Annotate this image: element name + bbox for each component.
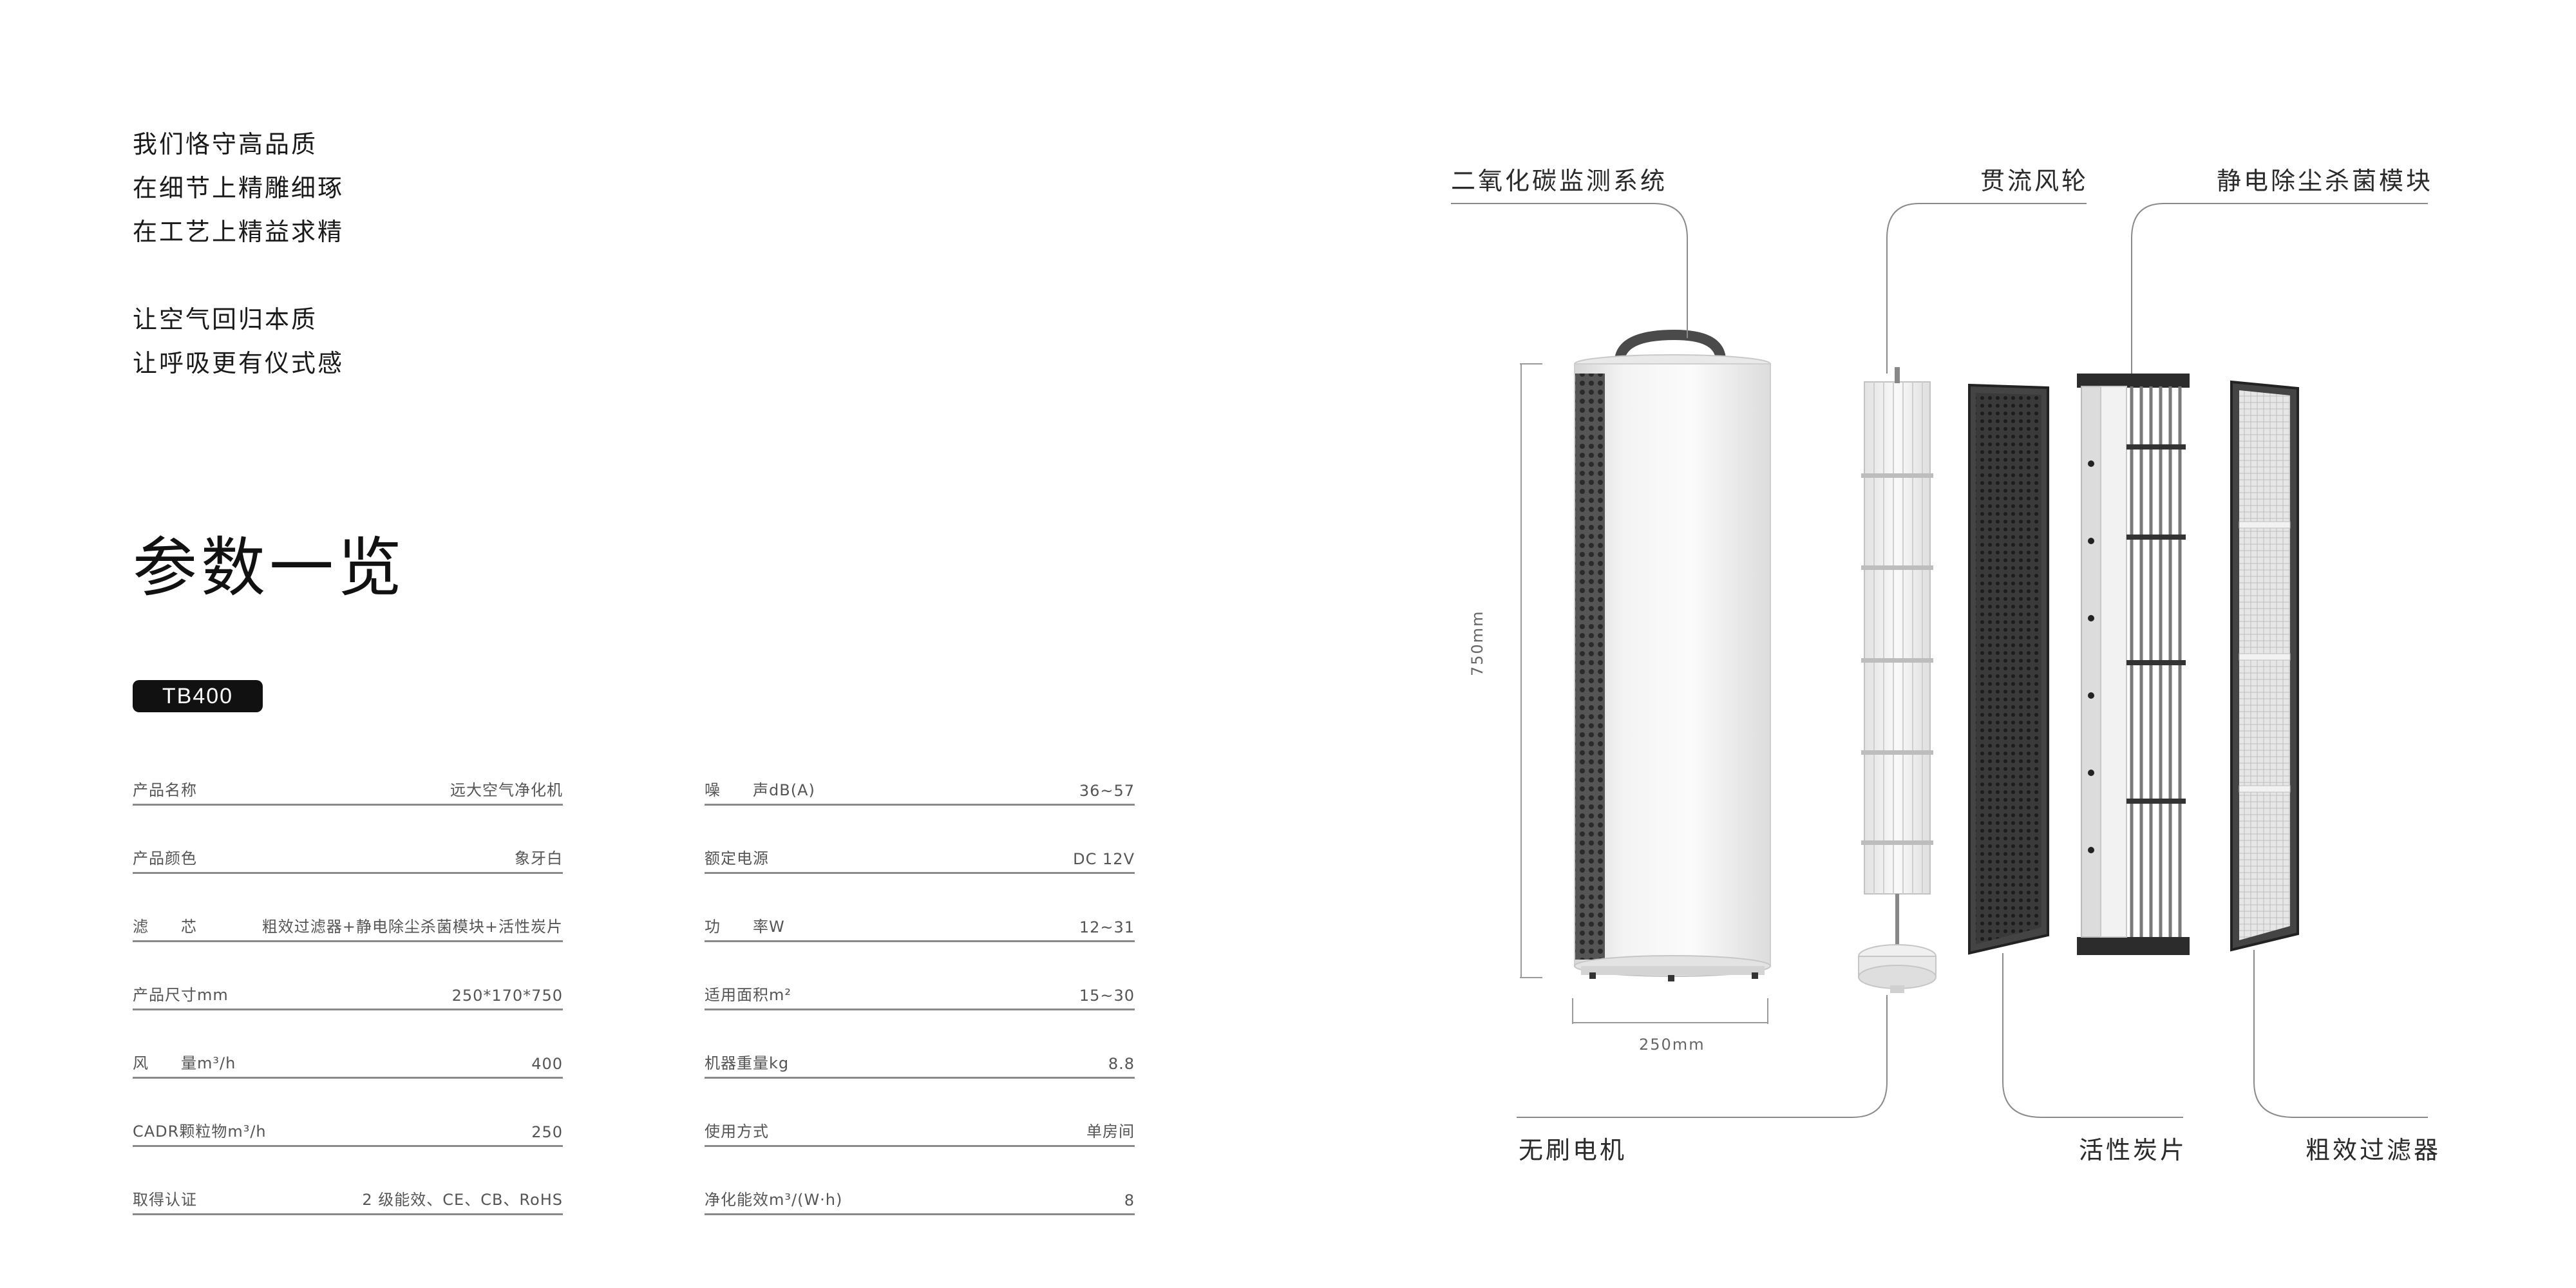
spec-value: 粗效过滤器+静电除尘杀菌模块+活性炭片 bbox=[261, 918, 563, 936]
spec-label: 额定电源 bbox=[705, 849, 769, 867]
spec-value: 8 bbox=[1124, 1191, 1135, 1209]
brushless-motor bbox=[1858, 944, 1937, 993]
height-dimension bbox=[1520, 363, 1542, 978]
spec-label: 产品颜色 bbox=[133, 849, 197, 867]
spec-row: 取得认证 2 级能效、CE、CB、RoHS bbox=[133, 1188, 563, 1215]
purifier-body bbox=[1574, 329, 1771, 981]
spec-row: 适用面积m² 15~30 bbox=[705, 983, 1135, 1010]
spec-value: 12~31 bbox=[1079, 918, 1135, 936]
intro-line: 让空气回归本质 bbox=[133, 305, 318, 334]
leader-lines bbox=[1451, 203, 2428, 1118]
spec-label: 净化能效m³/(W·h) bbox=[705, 1191, 843, 1209]
spec-value: 36~57 bbox=[1079, 782, 1135, 800]
spec-value: 15~30 bbox=[1079, 987, 1135, 1005]
spec-row: 产品颜色 象牙白 bbox=[133, 846, 563, 874]
callout-coarse-filter: 粗效过滤器 bbox=[2306, 1136, 2441, 1164]
spec-value: 远大空气净化机 bbox=[450, 781, 563, 799]
width-dimension bbox=[1572, 998, 1768, 1024]
spec-label: 功 率W bbox=[705, 918, 785, 936]
spec-row: 额定电源 DC 12V bbox=[705, 846, 1135, 874]
callout-electrostatic-module: 静电除尘杀菌模块 bbox=[2217, 167, 2434, 195]
width-label: 250mm bbox=[1639, 1036, 1705, 1054]
spec-value: 250 bbox=[531, 1123, 563, 1141]
spec-value: 250*170*750 bbox=[451, 987, 563, 1005]
callout-brushless-motor: 无刷电机 bbox=[1519, 1136, 1627, 1164]
spec-value: 象牙白 bbox=[515, 849, 563, 867]
activated-carbon-panel bbox=[1968, 383, 2049, 955]
spec-row: 产品名称 远大空气净化机 bbox=[133, 778, 563, 806]
spec-label: 适用面积m² bbox=[705, 986, 791, 1004]
intro-line: 我们恪守高品质 bbox=[133, 130, 318, 158]
coarse-filter bbox=[2230, 380, 2299, 952]
spec-table-right: 噪 声dB(A) 36~57 额定电源 DC 12V 功 率W 12~31 适用… bbox=[705, 778, 1135, 1242]
callout-co2-sensor: 二氧化碳监测系统 bbox=[1451, 167, 1668, 195]
spec-label: 产品名称 bbox=[133, 781, 197, 799]
spec-row: 机器重量kg 8.8 bbox=[705, 1051, 1135, 1079]
intro-line: 让呼吸更有仪式感 bbox=[133, 349, 345, 377]
spec-value: 单房间 bbox=[1086, 1122, 1135, 1141]
spec-table-left: 产品名称 远大空气净化机 产品颜色 象牙白 滤 芯 粗效过滤器+静电除尘杀菌模块… bbox=[133, 778, 563, 1242]
spec-label: 滤 芯 bbox=[133, 918, 197, 936]
spec-label: CADR颗粒物m³/h bbox=[133, 1122, 267, 1141]
spec-label: 风 量m³/h bbox=[133, 1054, 236, 1072]
spec-row: 噪 声dB(A) 36~57 bbox=[705, 778, 1135, 806]
spec-label: 噪 声dB(A) bbox=[705, 781, 815, 799]
spec-row: 净化能效m³/(W·h) 8 bbox=[705, 1188, 1135, 1215]
spec-label: 取得认证 bbox=[133, 1191, 197, 1209]
spec-row: 滤 芯 粗效过滤器+静电除尘杀菌模块+活性炭片 bbox=[133, 914, 563, 942]
spec-label: 产品尺寸mm bbox=[133, 986, 229, 1004]
spec-label: 使用方式 bbox=[705, 1122, 769, 1141]
spec-value: 400 bbox=[531, 1055, 563, 1073]
intro-text: 我们恪守高品质 在细节上精雕细琢 在工艺上精益求精 让空气回归本质 让呼吸更有仪… bbox=[133, 122, 344, 385]
crossflow-fan bbox=[1861, 367, 1933, 950]
page-title: 参数一览 bbox=[133, 530, 406, 605]
spec-value: 2 级能效、CE、CB、RoHS bbox=[362, 1191, 563, 1209]
spec-row: 使用方式 单房间 bbox=[705, 1119, 1135, 1147]
callout-crossflow-fan: 贯流风轮 bbox=[1980, 167, 2089, 195]
spec-row: 功 率W 12~31 bbox=[705, 914, 1135, 942]
spec-row: 产品尺寸mm 250*170*750 bbox=[133, 983, 563, 1010]
height-label: 750mm bbox=[1468, 610, 1486, 676]
model-badge: TB400 bbox=[133, 680, 263, 712]
spec-value: DC 12V bbox=[1073, 850, 1135, 868]
electrostatic-module bbox=[2077, 374, 2190, 955]
spec-row: CADR颗粒物m³/h 250 bbox=[133, 1119, 563, 1147]
intro-line: 在工艺上精益求精 bbox=[133, 218, 345, 246]
intro-line: 在细节上精雕细琢 bbox=[133, 174, 345, 202]
callout-activated-carbon: 活性炭片 bbox=[2079, 1136, 2188, 1164]
spec-label: 机器重量kg bbox=[705, 1054, 790, 1072]
spec-row: 风 量m³/h 400 bbox=[133, 1051, 563, 1079]
spec-value: 8.8 bbox=[1108, 1055, 1135, 1073]
